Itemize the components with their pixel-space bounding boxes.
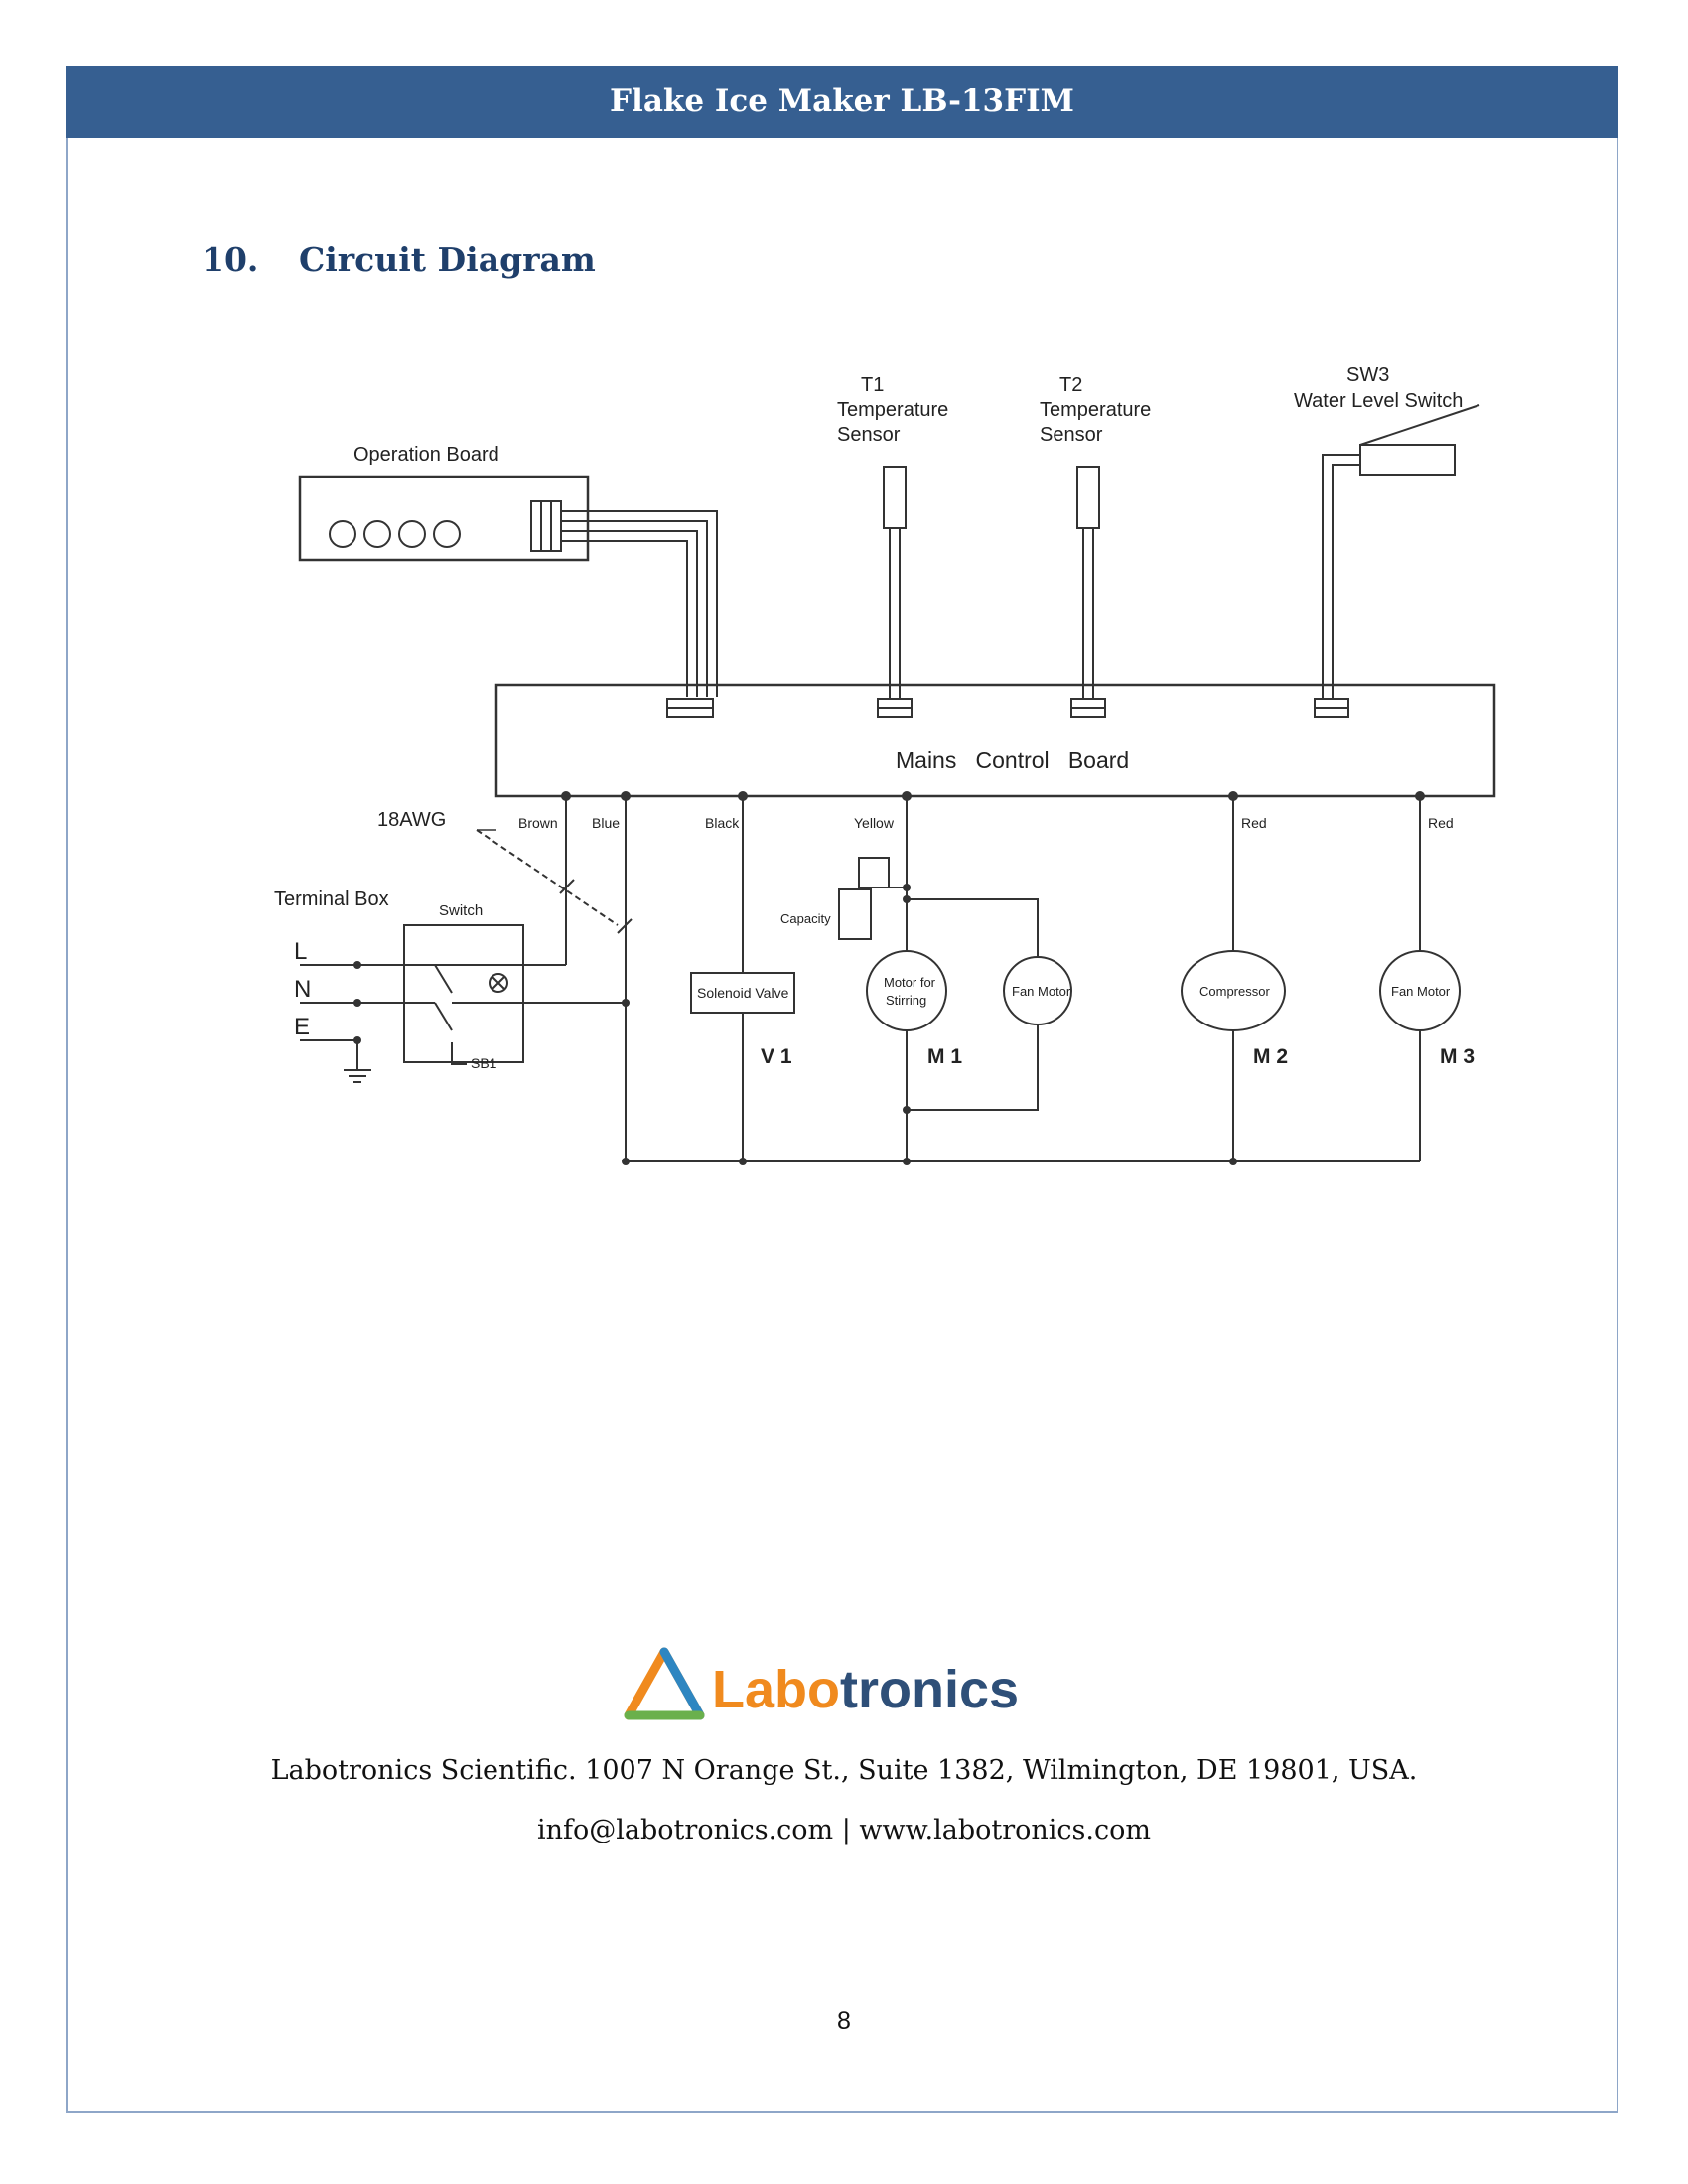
t2-label-line1: Temperature (1040, 399, 1151, 421)
terminal-box-label: Terminal Box (274, 888, 389, 910)
gauge-label: 18AWG (377, 809, 446, 831)
designator-v1: V 1 (761, 1045, 792, 1068)
designator-m2: M 2 (1253, 1045, 1288, 1068)
page-number: 8 (837, 2007, 851, 2035)
logo-part-1: Labo (712, 1660, 840, 1719)
t1-label-line1: Temperature (837, 399, 948, 421)
footer-contact: info@labotronics.com | www.labotronics.c… (537, 1815, 1151, 1845)
compressor-label: Compressor (1199, 984, 1270, 999)
fan-motor-1-label: Fan Motor (1012, 984, 1071, 999)
motor-stirring-label-1: Motor for (884, 975, 936, 990)
operation-board-label: Operation Board (353, 444, 499, 466)
svg-text:Labotronics: Labotronics (712, 1660, 1019, 1719)
wire-color-black: Black (705, 815, 740, 831)
t2-label-line2: Sensor (1040, 424, 1103, 446)
t2-id: T2 (1059, 374, 1082, 396)
main-control-board (494, 683, 1496, 798)
logo-part-2: tronics (840, 1660, 1019, 1719)
designator-m1: M 1 (927, 1045, 962, 1068)
t1-id: T1 (861, 374, 884, 396)
switch-box (403, 924, 524, 1063)
wire-color-red-1: Red (1241, 815, 1267, 831)
terminal-l: L (294, 938, 307, 965)
solenoid-valve-label: Solenoid Valve (697, 985, 789, 1001)
circuit-diagram: Operation Board T1 Temperature Sensor T2… (274, 364, 1496, 1165)
wire-color-brown: Brown (518, 815, 558, 831)
labotronics-logo: Labotronics (624, 1647, 1019, 1720)
footer-address: Labotronics Scientific. 1007 N Orange St… (270, 1755, 1418, 1786)
wire-color-red-2: Red (1428, 815, 1454, 831)
t1-sensor (883, 466, 907, 529)
fan-motor-3 (1379, 950, 1461, 1031)
sb1-label: SB1 (471, 1055, 497, 1071)
terminal-e: E (294, 1014, 310, 1040)
fan-motor-3-label: Fan Motor (1391, 984, 1451, 999)
page-header: Flake Ice Maker LB-13FIM (66, 66, 1618, 138)
section-title: Circuit Diagram (299, 240, 596, 279)
terminal-n: N (294, 976, 311, 1003)
operation-board (298, 475, 590, 562)
t2-sensor (1076, 466, 1100, 529)
sw3-id: SW3 (1346, 364, 1389, 386)
capacitor (838, 888, 872, 940)
motor-stirring-label-2: Stirring (886, 993, 926, 1008)
designator-m3: M 3 (1440, 1045, 1475, 1068)
fan-motor-1 (1003, 956, 1072, 1025)
t1-label-line2: Sensor (837, 424, 901, 446)
section-number: 10. (202, 240, 259, 279)
motor-stirring (866, 950, 947, 1031)
sw3-label: Water Level Switch (1294, 390, 1463, 412)
wire-color-yellow: Yellow (854, 815, 895, 831)
switch-label: Switch (439, 902, 483, 919)
wire-color-blue: Blue (592, 815, 620, 831)
solenoid-valve (690, 972, 795, 1014)
compressor-motor (1181, 950, 1286, 1031)
capacity-label: Capacity (780, 911, 831, 926)
sw3-switch (1359, 444, 1456, 476)
section-heading: 10. Circuit Diagram (202, 240, 596, 279)
main-board-label: Mains Control Board (896, 748, 1129, 773)
